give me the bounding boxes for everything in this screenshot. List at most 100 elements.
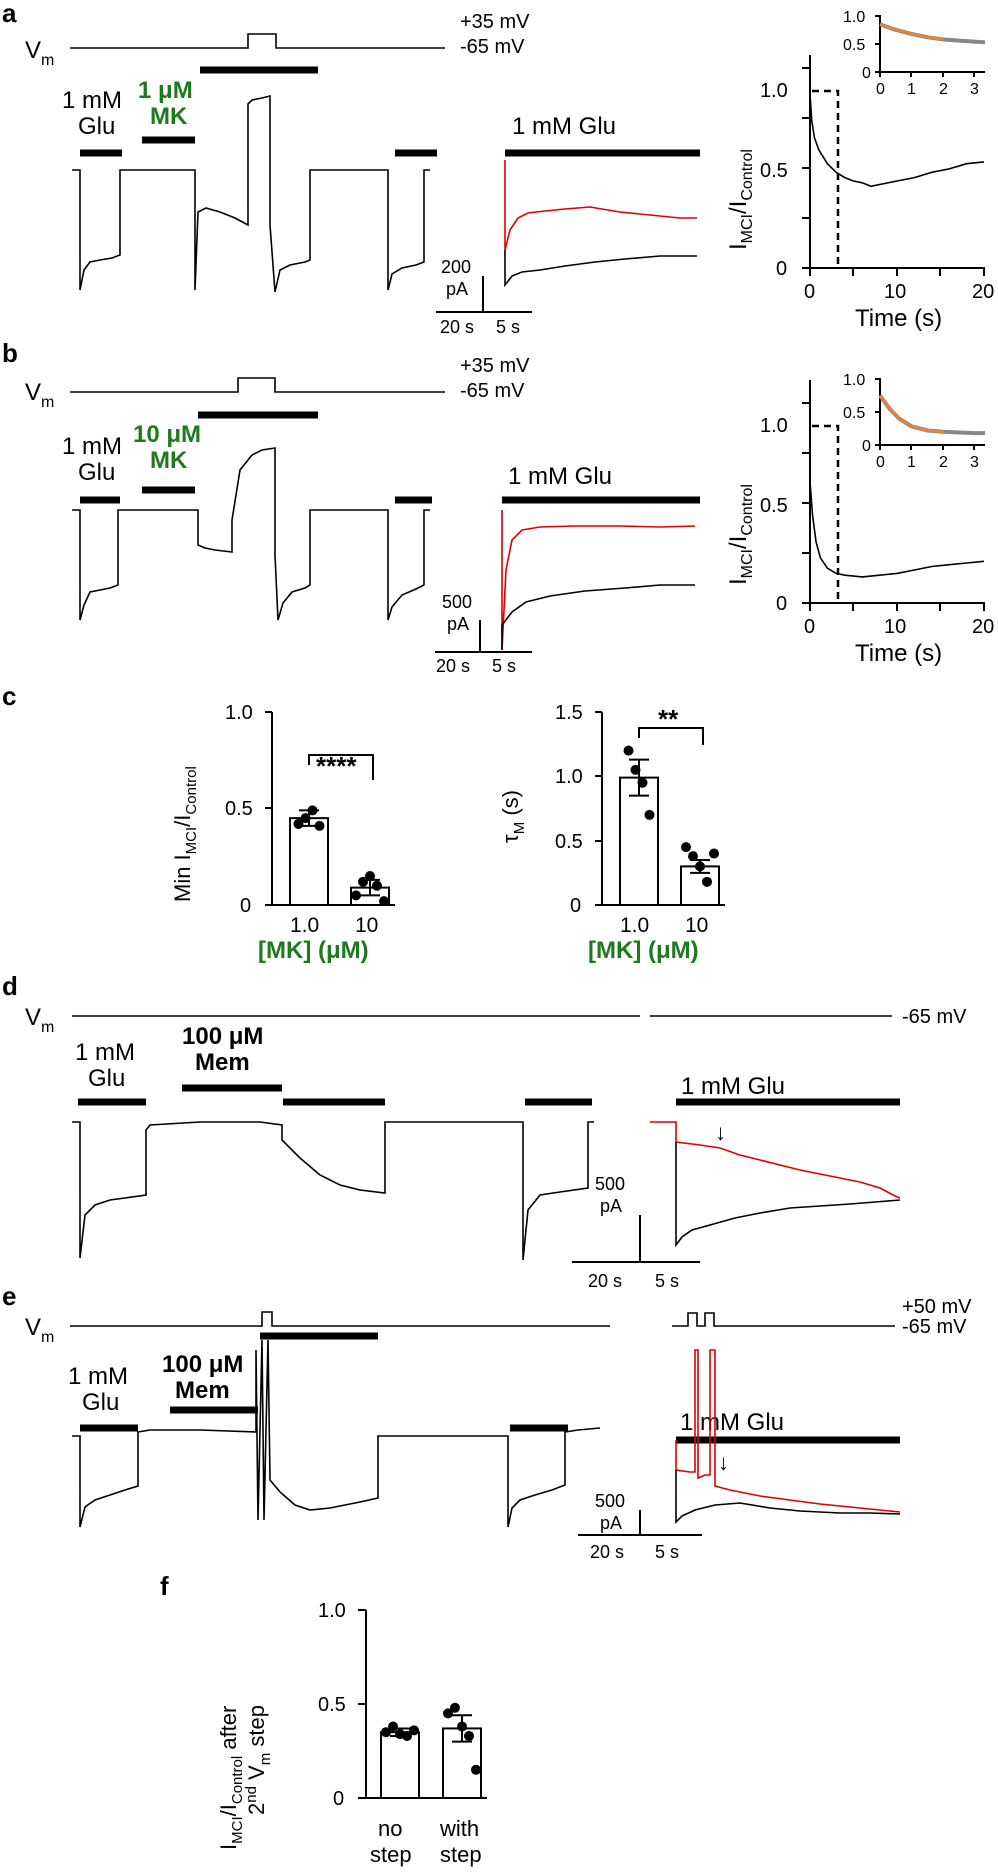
xtick-b-20: 20 xyxy=(972,616,994,638)
current-trace-d xyxy=(72,1121,594,1261)
sig-c-min: **** xyxy=(316,751,357,781)
data-point xyxy=(293,818,304,829)
vm-protocol-e xyxy=(70,1311,610,1327)
ylabel-f-l2: 2nd Vm step xyxy=(243,1705,274,1815)
inset-xtick-b-0: 0 xyxy=(876,454,885,471)
axes-f xyxy=(358,1609,487,1799)
ytick-b-05: 0.5 xyxy=(760,495,788,517)
glu-label-d-l1: 1 mM xyxy=(75,1039,135,1066)
red-trace-b xyxy=(501,510,696,651)
data-point xyxy=(388,1721,398,1732)
bar-chart-c-min: Min IMCI/IControl 0 0.5 1.0 1.0 10 [MK] … xyxy=(170,702,395,964)
bar-chart-f: IMCI/IControl after 2nd Vm step 0 0.5 1.… xyxy=(216,1600,487,1867)
xtick-a-20: 20 xyxy=(972,281,994,303)
xtick-c-tau-2: 10 xyxy=(685,914,708,937)
drug-label-e-l1: 100 μM xyxy=(162,1351,243,1378)
xlabel-b: Time (s) xyxy=(855,640,942,667)
data-point xyxy=(314,820,325,831)
voltage-low-a: -65 mV xyxy=(460,36,525,58)
voltage-low-d: -65 mV xyxy=(902,1006,967,1028)
drug-label-a-l2: MK xyxy=(150,103,188,130)
scale-current-b: 500 xyxy=(442,592,472,612)
glu-label-d-l2: Glu xyxy=(88,1065,125,1092)
scale-pa-a: pA xyxy=(446,279,468,299)
data-point xyxy=(644,809,655,820)
panel-label-a: a xyxy=(2,0,17,28)
vm-protocol-b xyxy=(70,377,445,393)
scale-pa-e: pA xyxy=(600,1513,622,1533)
black-trace-e xyxy=(675,1470,901,1524)
data-point xyxy=(379,896,389,907)
scale-time-d2: 5 s xyxy=(655,1271,679,1291)
current-trace-a xyxy=(72,94,430,293)
glu-label-a-l1: 1 mM xyxy=(62,87,122,114)
sig-bracket-c-tau xyxy=(638,727,704,745)
ytick-a-10: 1.0 xyxy=(760,80,788,102)
ylabel-f-l1: IMCI/IControl after xyxy=(216,1706,246,1850)
data-point xyxy=(709,848,719,859)
inset-axes-a xyxy=(875,15,985,77)
inset-ytick-b-05: 0.5 xyxy=(843,405,865,422)
inset-xtick-b-2: 2 xyxy=(939,454,948,471)
panel-label-d: d xyxy=(2,971,18,1001)
data-point xyxy=(409,1725,419,1736)
marker-a xyxy=(812,89,840,268)
voltage-high-e: +50 mV xyxy=(902,1296,972,1318)
data-point xyxy=(457,1721,467,1732)
scale-time-b2: 5 s xyxy=(492,656,516,676)
data-point xyxy=(464,1730,474,1741)
xtick-c-tau-1: 1.0 xyxy=(620,914,649,937)
scale-pa-b: pA xyxy=(447,614,469,634)
ytick-b-10: 1.0 xyxy=(760,415,788,437)
scale-time-a1: 20 s xyxy=(440,317,474,337)
ytick-c-tau-0: 0 xyxy=(570,895,581,917)
data-point xyxy=(450,1702,460,1713)
arrow-e: ↓ xyxy=(718,1450,729,1475)
xlabel-c-min: [MK] (μM) xyxy=(258,937,369,964)
ytick-c-min-10: 1.0 xyxy=(225,702,253,724)
inset-ytick-b-0: 0 xyxy=(862,438,871,455)
drug-label-d-l2: Mem xyxy=(195,1049,250,1076)
inset-ytick-a-0: 0 xyxy=(862,65,871,82)
inset-ytick-a-05: 0.5 xyxy=(843,37,865,54)
inset-fit-b xyxy=(879,394,944,433)
glu-label-b-l1: 1 mM xyxy=(62,433,122,460)
data-point xyxy=(358,876,368,887)
glu-label-a-right: 1 mM Glu xyxy=(512,113,616,140)
xtick-a-0: 0 xyxy=(804,281,815,303)
axes-b xyxy=(802,380,985,611)
black-trace-b xyxy=(501,584,695,650)
data-point xyxy=(623,745,634,756)
ytick-f-10: 1.0 xyxy=(318,1600,346,1622)
data-point xyxy=(630,764,641,775)
bars-c-tau xyxy=(619,745,720,907)
inset-ytick-b-10: 1.0 xyxy=(843,372,865,389)
data-point xyxy=(688,851,698,862)
inset-data-a xyxy=(879,22,986,45)
ytick-c-tau-10: 1.0 xyxy=(555,766,583,788)
ytick-c-tau-05: 0.5 xyxy=(555,831,583,853)
ylabel-c-tau: τM (s) xyxy=(498,790,528,843)
panel-label-b: b xyxy=(2,338,18,368)
bar-0 xyxy=(380,1731,420,1799)
xtick-f-1-l2: step xyxy=(370,1842,412,1867)
data-point xyxy=(637,777,648,788)
scale-time-e2: 5 s xyxy=(655,1542,679,1562)
inset-fit-a xyxy=(879,23,944,41)
xlabel-c-tau: [MK] (μM) xyxy=(588,937,699,964)
ytick-a-05: 0.5 xyxy=(760,160,788,182)
black-trace-a xyxy=(504,250,697,288)
sig-c-tau: ** xyxy=(658,704,679,734)
marker-b xyxy=(812,424,840,603)
sig-bracket-c-min xyxy=(308,754,374,780)
inset-axes-b xyxy=(875,378,985,450)
axes-c-min xyxy=(265,711,395,906)
ratio-plot-b: IMCI/IControl 0 0.5 1.0 0 10 20 Time (s)… xyxy=(725,372,994,667)
scale-time-a2: 5 s xyxy=(496,317,520,337)
ylabel-b: IMCI/IControl xyxy=(725,484,756,585)
vm-label-e: Vm xyxy=(25,1314,54,1346)
series-line-a xyxy=(809,94,985,188)
ylabel-a: IMCI/IControl xyxy=(725,149,756,250)
inset-ytick-a-10: 1.0 xyxy=(843,9,865,26)
vm-label-d: Vm xyxy=(25,1004,54,1036)
